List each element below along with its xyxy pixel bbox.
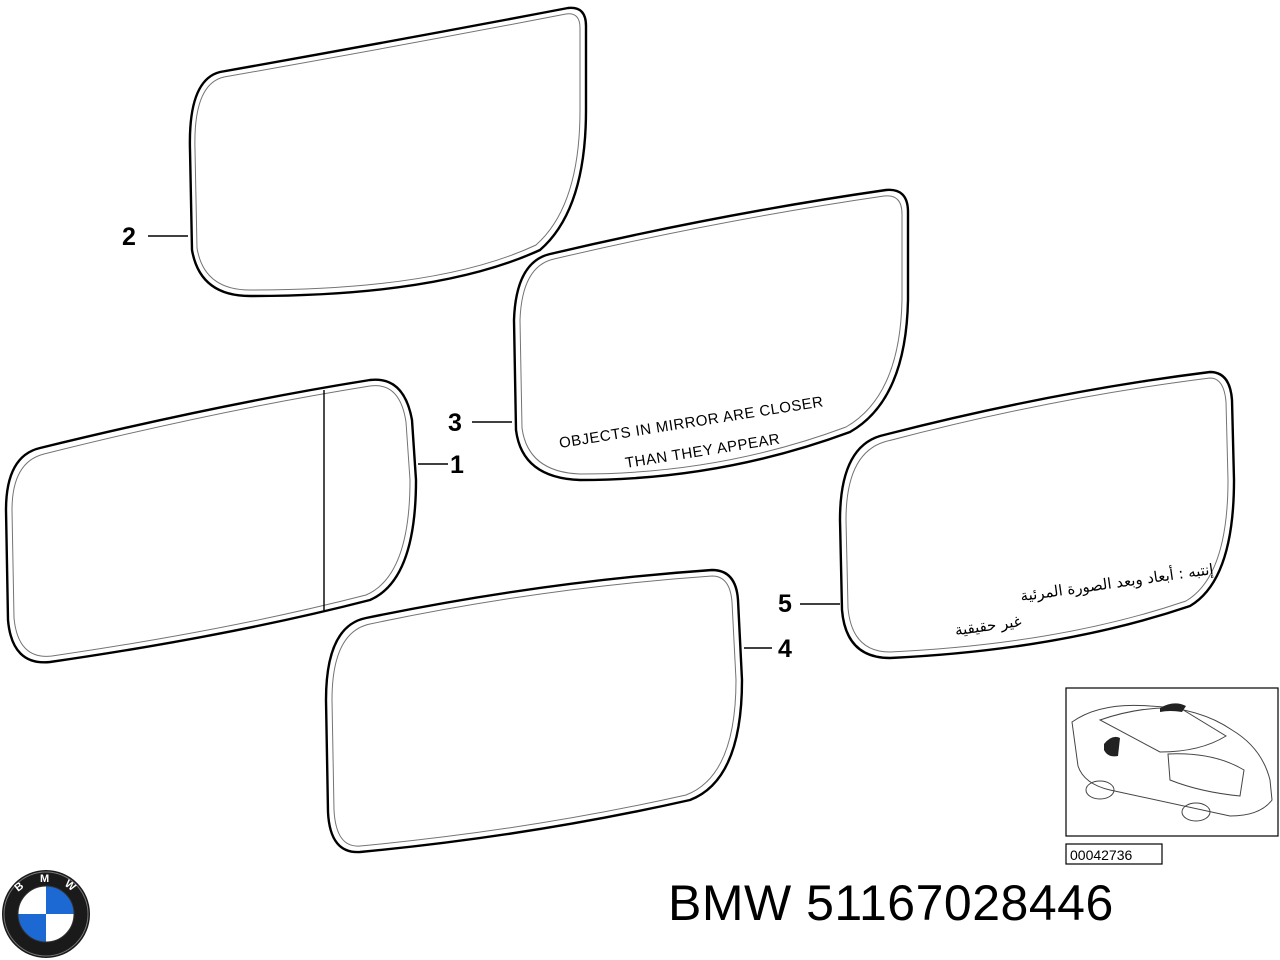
part-number-4: 4 <box>778 635 792 663</box>
mirror-glass-4[interactable] <box>324 568 744 854</box>
glass-5-engraving-line-1: إنتبه : أبعاد وبعد الصورة المرئية <box>1019 559 1214 605</box>
part-number-3: 3 <box>448 409 462 437</box>
mirror-glass-2[interactable] <box>188 6 588 298</box>
reference-number-box <box>1065 843 1163 865</box>
mirror-glass-3[interactable]: OBJECTS IN MIRROR ARE CLOSER THAN THEY A… <box>512 188 910 482</box>
logo-letter-m: M <box>40 873 49 885</box>
bmw-logo: B M W <box>2 870 90 958</box>
part-number-2: 2 <box>122 223 136 251</box>
part-number-5: 5 <box>778 590 792 618</box>
inset-vehicle-view: 00042736 <box>1065 687 1279 865</box>
inset-frame <box>1065 687 1279 837</box>
part-number-1: 1 <box>450 451 464 479</box>
reference-number: 00042736 <box>1070 847 1133 863</box>
mirror-glass-5[interactable]: إنتبه : أبعاد وبعد الصورة المرئية غير حق… <box>838 370 1236 660</box>
mirror-glass-1[interactable] <box>4 378 418 664</box>
car-mirror-location-icon <box>1071 703 1273 822</box>
glass-5-engraving-line-2: غير حقيقية <box>954 612 1023 639</box>
glass-3-engraving-line-1: OBJECTS IN MIRROR ARE CLOSER <box>558 393 825 452</box>
part-number-title: BMW 51167028446 <box>668 875 1114 931</box>
